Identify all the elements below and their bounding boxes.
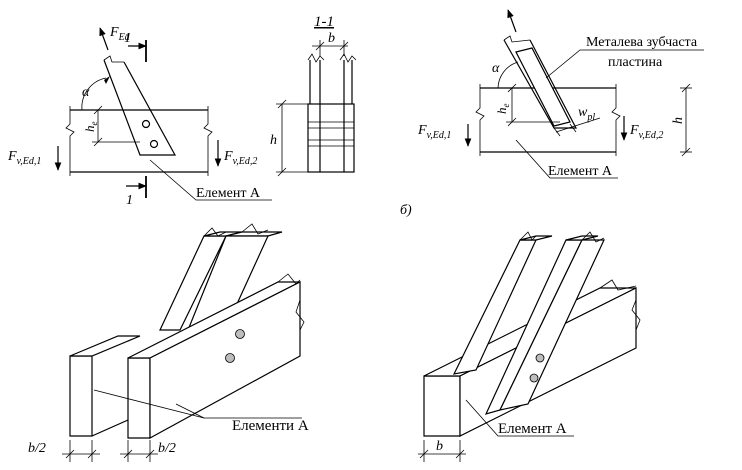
isometric-two-members: Елементи А b/2 b/2	[28, 223, 309, 462]
section-mark-top: 1	[124, 31, 131, 46]
height-label: h	[270, 133, 277, 148]
fv2-label: Fv,Ed,2	[223, 149, 257, 167]
alpha-label: α	[492, 61, 500, 76]
plate-label-2: пластина	[608, 55, 663, 70]
bolt	[225, 353, 235, 363]
fv2-label: Fv,Ed,2	[629, 123, 663, 141]
plate-connector	[535, 353, 545, 363]
he-label: he	[494, 104, 511, 115]
plate-label-1: Металева зубчаста	[586, 35, 698, 50]
height-label: h	[671, 117, 686, 124]
element-a-label: Елемент А	[498, 421, 567, 437]
fv1-label: Fv,Ed,1	[417, 123, 451, 141]
width-label: b	[328, 31, 335, 46]
element-a-label: Елемент А	[548, 164, 613, 179]
elevation-plate-connection: Металева зубчаста пластина α he wpl Fv,E…	[400, 9, 704, 218]
bolt	[141, 119, 151, 129]
force-label: FEd	[109, 25, 131, 43]
elements-a-label: Елементи А	[232, 418, 309, 434]
section-title: 1-1	[314, 14, 334, 30]
section-mark-bottom: 1	[126, 193, 133, 208]
b-label: b	[436, 439, 443, 454]
section-1-1: 1-1 b h	[270, 14, 357, 177]
isometric-plate-member: Елемент А b	[418, 231, 641, 462]
force-arrow	[99, 27, 109, 51]
b-half-label-1: b/2	[28, 441, 46, 456]
b-half-label-2: b/2	[158, 441, 176, 456]
element-a-label: Елемент А	[196, 186, 261, 201]
elevation-bolted-connection: FEd 1 1 α he Fv,Ed,1 Fv,Ed,2 Елемент А	[7, 25, 272, 208]
fv1-label: Fv,Ed,1	[7, 149, 41, 167]
metal-plate	[515, 47, 571, 127]
wpl-label: wpl	[578, 105, 595, 123]
he-label: he	[82, 122, 99, 133]
plate-connector	[529, 373, 539, 383]
alpha-label: α	[82, 85, 90, 100]
bolt	[235, 329, 245, 339]
bolt	[149, 139, 159, 149]
caption-b: б)	[400, 203, 412, 218]
